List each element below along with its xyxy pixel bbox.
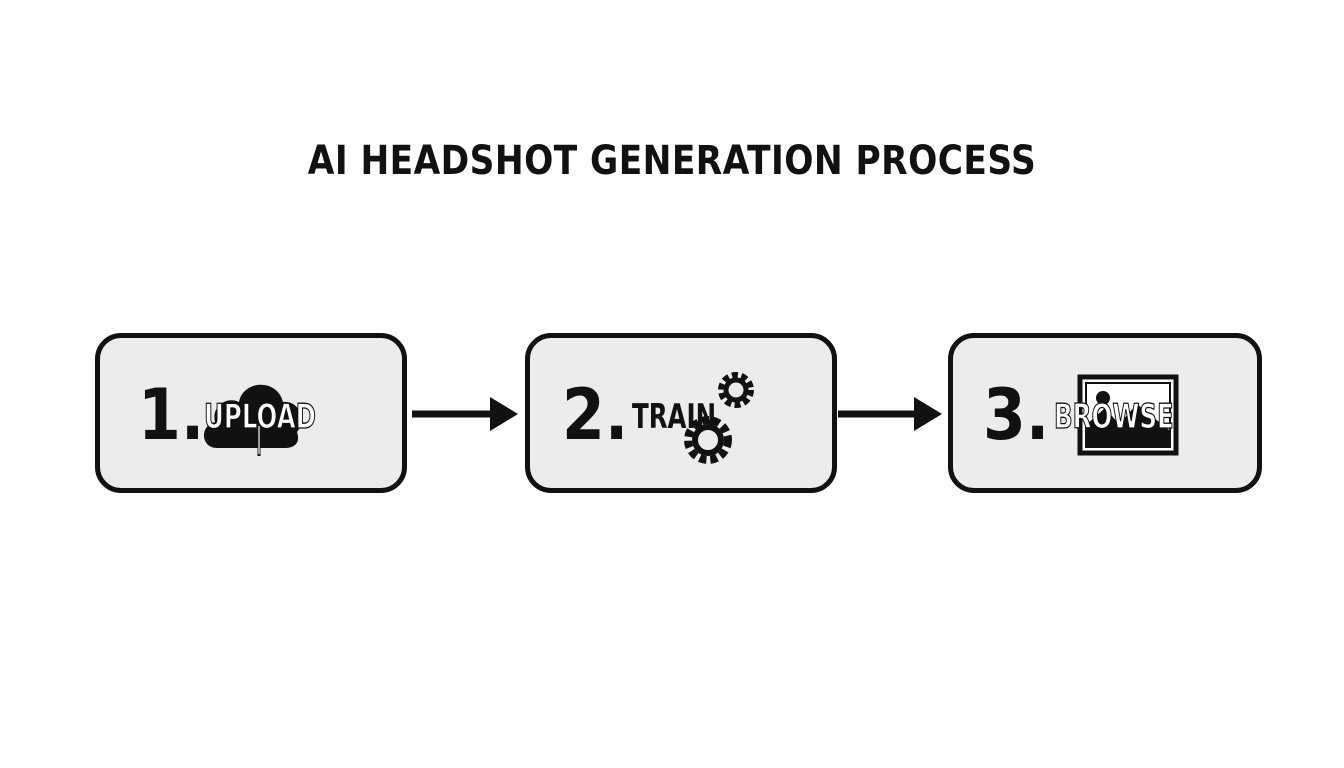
step-train-box: 2. TRAIN	[525, 333, 837, 493]
step-number: 2.	[562, 374, 629, 456]
gears-icon	[684, 372, 754, 464]
diagram-title: AI HEADSHOT GENERATION PROCESS	[307, 138, 1037, 184]
cloud-upload-icon	[203, 384, 302, 456]
image-icon	[1077, 374, 1179, 456]
step-label-upload: UPLOAD	[204, 396, 317, 437]
step-browse-box: 3. BROWSE	[948, 333, 1262, 493]
step-label-browse: BROWSE	[1054, 396, 1175, 437]
step-label-train: TRAIN	[632, 397, 717, 437]
arrow-right-icon	[838, 397, 942, 431]
step-upload-box: 1. UPLOAD	[95, 333, 407, 493]
step-number: 3.	[983, 374, 1050, 456]
arrow-right-icon	[412, 397, 518, 431]
step-number: 1.	[138, 374, 205, 456]
